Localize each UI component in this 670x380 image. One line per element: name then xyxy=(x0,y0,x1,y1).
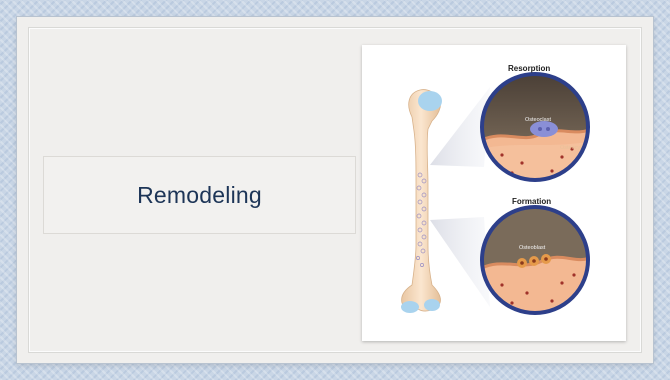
osteoclast-label: Osteoclast xyxy=(525,117,551,123)
title-placeholder: Remodeling xyxy=(43,156,356,234)
slide-panel: Remodeling xyxy=(17,17,653,363)
osteoblast-label: Osteoblast xyxy=(519,245,546,251)
formation-detail: Osteoblast Formation xyxy=(480,197,592,317)
knee-cap-left xyxy=(401,301,419,313)
bone-remodeling-illustration: Osteoclast Osteocyte Resorption xyxy=(362,45,626,341)
knee-cap-right xyxy=(424,299,440,311)
resorption-label: Resorption xyxy=(508,64,550,73)
femoral-head-cap xyxy=(418,91,442,111)
slide-title: Remodeling xyxy=(137,182,262,209)
osteoclast-cell xyxy=(530,121,558,137)
resorption-detail: Osteoclast Osteocyte Resorption xyxy=(480,64,592,185)
femur-bone-icon xyxy=(401,90,442,313)
formation-label: Formation xyxy=(512,197,551,206)
